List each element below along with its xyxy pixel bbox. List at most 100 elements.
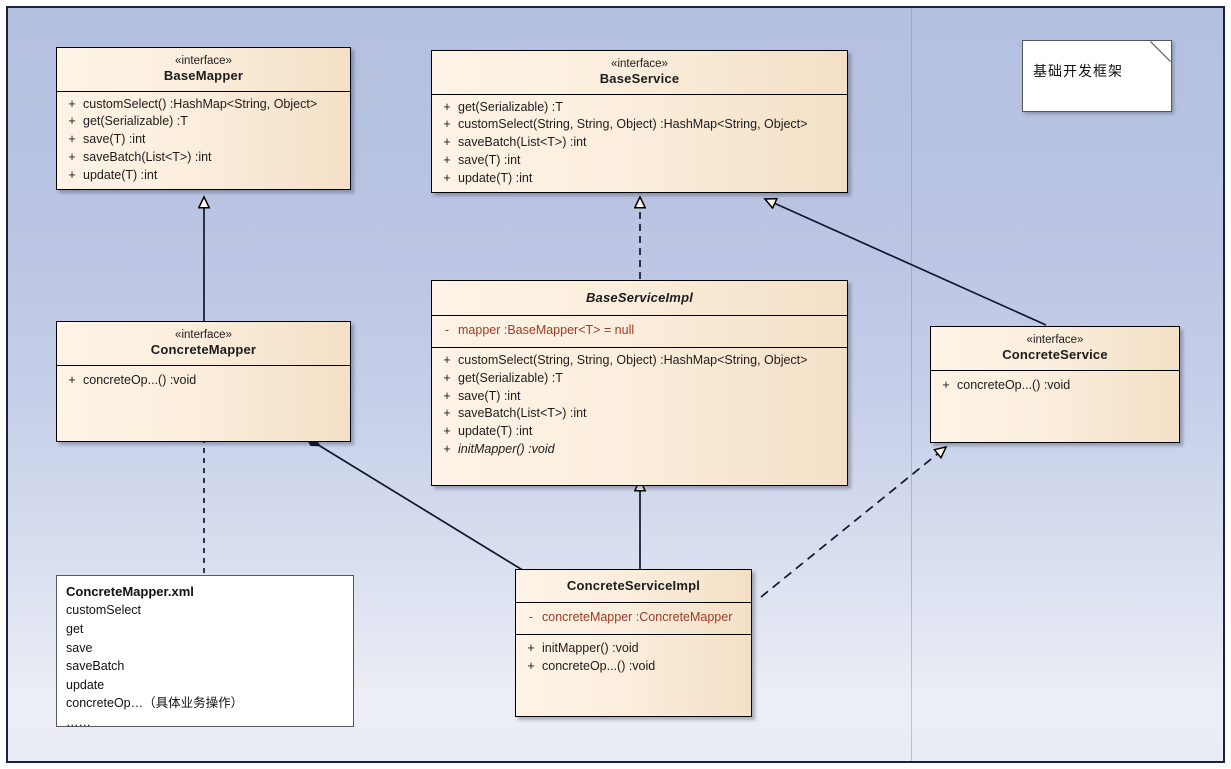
method-signature: concreteOp...() :void bbox=[83, 372, 197, 387]
class-base-mapper-header: «interface» BaseMapper bbox=[57, 48, 350, 92]
class-concrete-mapper-name: ConcreteMapper bbox=[150, 342, 257, 358]
method-row: + customSelect(String, String, Object) :… bbox=[432, 352, 847, 370]
method-signature: customSelect(String, String, Object) :Ha… bbox=[458, 117, 808, 132]
class-concrete-service-impl-name: ConcreteServiceImpl bbox=[566, 578, 701, 593]
class-concrete-service-header: «interface» ConcreteService bbox=[931, 327, 1179, 371]
method-signature: concreteOp...() :void bbox=[542, 658, 656, 673]
visibility: + bbox=[443, 135, 451, 150]
note-xml-line: save bbox=[66, 640, 93, 655]
visibility: + bbox=[68, 96, 76, 111]
attribute-row: - concreteMapper :ConcreteMapper bbox=[516, 609, 751, 627]
attribute-row: - mapper :BaseMapper<T> = null bbox=[432, 322, 847, 340]
note-concrete-mapper-xml-body: ConcreteMapper.xml customSelect get save… bbox=[57, 576, 353, 738]
method-signature: concreteOp...() :void bbox=[957, 377, 1071, 392]
visibility: + bbox=[443, 170, 451, 185]
class-concrete-service-methods: + concreteOp...() :void bbox=[931, 371, 1179, 443]
class-concrete-service-stereotype: «interface» bbox=[1026, 334, 1084, 346]
class-concrete-mapper-methods: + concreteOp...() :void bbox=[57, 366, 350, 442]
method-signature: update(T) :int bbox=[83, 167, 158, 182]
method-row: + update(T) :int bbox=[57, 167, 350, 185]
method-row: + customSelect() :HashMap<String, Object… bbox=[57, 96, 350, 114]
method-signature: update(T) :int bbox=[458, 170, 533, 185]
class-concrete-service-impl-attributes: - concreteMapper :ConcreteMapper bbox=[516, 603, 751, 635]
class-base-service-impl[interactable]: BaseServiceImpl - mapper :BaseMapper<T> … bbox=[431, 280, 848, 486]
visibility: + bbox=[68, 372, 76, 387]
note-framework-text: 基础开发框架 bbox=[1033, 63, 1123, 79]
visibility: + bbox=[68, 114, 76, 129]
visibility: + bbox=[443, 424, 451, 438]
class-base-service-impl-methods: + customSelect(String, String, Object) :… bbox=[432, 348, 847, 485]
class-concrete-mapper-stereotype: «interface» bbox=[175, 329, 232, 341]
method-row: + update(T) :int bbox=[432, 170, 847, 188]
class-base-service-methods: + get(Serializable) :T + customSelect(St… bbox=[432, 95, 847, 193]
class-concrete-mapper[interactable]: «interface» ConcreteMapper + concreteOp.… bbox=[56, 321, 351, 443]
method-row: + save(T) :int bbox=[432, 388, 847, 406]
class-base-service-stereotype: «interface» bbox=[611, 58, 668, 70]
class-concrete-service-name: ConcreteService bbox=[1002, 347, 1108, 363]
visibility: + bbox=[527, 641, 535, 655]
method-signature: saveBatch(List<T>) :int bbox=[458, 406, 587, 421]
method-row: + customSelect(String, String, Object) :… bbox=[432, 116, 847, 134]
method-signature: get(Serializable) :T bbox=[458, 99, 563, 114]
class-concrete-service[interactable]: «interface» ConcreteService + concreteOp… bbox=[930, 326, 1180, 444]
method-signature: initMapper() :void bbox=[458, 441, 555, 456]
visibility: + bbox=[443, 99, 451, 114]
method-row: + initMapper() :void bbox=[516, 640, 751, 658]
visibility: + bbox=[527, 658, 535, 673]
class-concrete-service-impl[interactable]: ConcreteServiceImpl - concreteMapper :Co… bbox=[515, 569, 752, 717]
visibility: + bbox=[443, 406, 451, 421]
visibility: + bbox=[443, 388, 451, 403]
method-signature: save(T) :int bbox=[458, 388, 521, 403]
method-signature: get(Serializable) :T bbox=[83, 114, 188, 129]
visibility: + bbox=[68, 167, 76, 182]
method-signature: save(T) :int bbox=[458, 152, 521, 167]
page-break-guide bbox=[911, 8, 912, 761]
note-framework-body: 基础开发框架 bbox=[1023, 41, 1171, 90]
note-concrete-mapper-xml[interactable]: ConcreteMapper.xml customSelect get save… bbox=[56, 575, 354, 729]
class-base-mapper-name: BaseMapper bbox=[163, 68, 244, 84]
class-concrete-mapper-header: «interface» ConcreteMapper bbox=[57, 322, 350, 366]
attribute-signature: mapper :BaseMapper<T> = null bbox=[458, 323, 635, 338]
class-concrete-service-impl-header: ConcreteServiceImpl bbox=[516, 570, 751, 604]
method-row: + saveBatch(List<T>) :int bbox=[432, 405, 847, 423]
method-row: + get(Serializable) :T bbox=[57, 113, 350, 131]
method-row: + concreteOp...() :void bbox=[57, 372, 350, 390]
class-base-service-name: BaseService bbox=[599, 71, 680, 87]
visibility: + bbox=[443, 117, 451, 132]
method-signature: saveBatch(List<T>) :int bbox=[458, 135, 587, 150]
note-xml-line: concreteOp…（具体业务操作） bbox=[66, 696, 244, 711]
method-signature: initMapper() :void bbox=[542, 641, 639, 655]
class-base-service-impl-header: BaseServiceImpl bbox=[432, 281, 847, 317]
class-base-service-impl-name: BaseServiceImpl bbox=[585, 290, 694, 305]
method-signature: get(Serializable) :T bbox=[458, 370, 563, 385]
visibility: + bbox=[68, 132, 76, 147]
note-xml-title: ConcreteMapper.xml bbox=[66, 584, 194, 599]
method-row: + save(T) :int bbox=[432, 152, 847, 170]
class-base-service[interactable]: «interface» BaseService + get(Serializab… bbox=[431, 50, 848, 194]
class-base-mapper[interactable]: «interface» BaseMapper + customSelect() … bbox=[56, 47, 351, 191]
note-xml-line: saveBatch bbox=[66, 659, 125, 674]
class-base-mapper-stereotype: «interface» bbox=[175, 55, 232, 67]
note-xml-line: update bbox=[66, 677, 105, 692]
visibility: + bbox=[68, 149, 76, 164]
method-row: + initMapper() :void bbox=[432, 441, 847, 459]
method-signature: save(T) :int bbox=[83, 132, 146, 147]
method-row: + saveBatch(List<T>) :int bbox=[57, 149, 350, 167]
diagram-frame: «interface» BaseMapper + customSelect() … bbox=[6, 6, 1225, 763]
method-row: + save(T) :int bbox=[57, 131, 350, 149]
method-signature: saveBatch(List<T>) :int bbox=[83, 149, 212, 164]
note-framework[interactable]: 基础开发框架 bbox=[1022, 40, 1172, 112]
visibility: + bbox=[443, 370, 451, 385]
visibility: - bbox=[444, 323, 450, 338]
method-signature: update(T) :int bbox=[458, 424, 533, 438]
visibility: + bbox=[443, 441, 451, 456]
class-base-service-header: «interface» BaseService bbox=[432, 51, 847, 95]
visibility: - bbox=[528, 610, 534, 625]
method-row: + get(Serializable) :T bbox=[432, 99, 847, 117]
visibility: + bbox=[443, 152, 451, 167]
method-row: + update(T) :int bbox=[432, 423, 847, 441]
class-base-mapper-methods: + customSelect() :HashMap<String, Object… bbox=[57, 92, 350, 190]
note-xml-line: …… bbox=[66, 715, 91, 730]
method-row: + get(Serializable) :T bbox=[432, 370, 847, 388]
